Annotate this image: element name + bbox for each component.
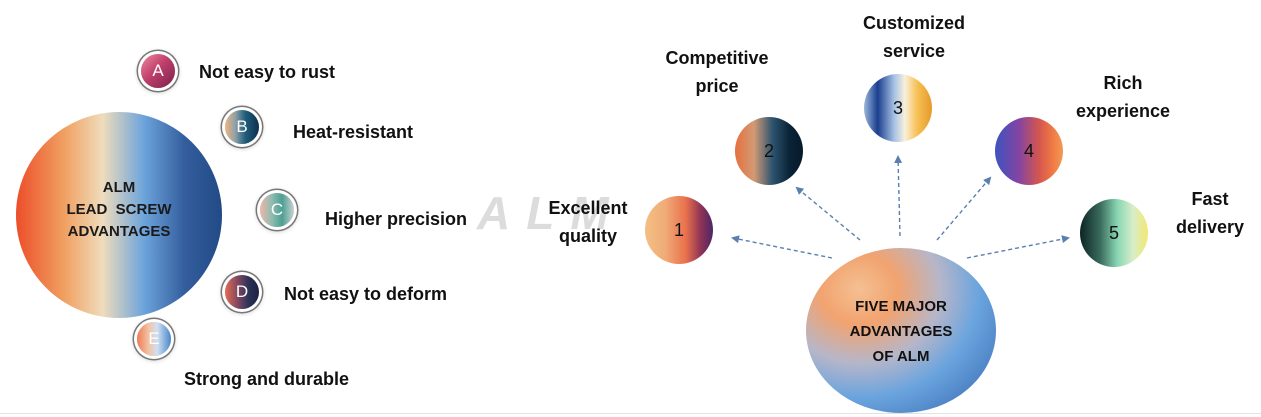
label-line: quality (558, 225, 617, 246)
label-line: delivery (1175, 216, 1245, 237)
label-fast-delivery: Fast delivery (1165, 189, 1255, 238)
number-4-circle: 4 (995, 117, 1063, 185)
label-competitive-price: Competitive price (647, 48, 787, 97)
label-line: Rich (1103, 73, 1143, 93)
arrow-to-delivery (966, 235, 1070, 259)
title-line-3: OF ALM (872, 347, 930, 365)
advantage-higher-precision: Higher precision (325, 209, 468, 229)
letter-e-badge: E (137, 322, 171, 356)
five-major-advantages-circle: FIVE MAJOR ADVANTAGES OF ALM (806, 248, 996, 413)
arrow-to-service (894, 155, 903, 237)
alm-watermark: ALM (477, 187, 625, 239)
number-2-circle: 2 (735, 117, 803, 185)
lead-screw-advantages-circle: ALM LEAD SCREW ADVANTAGES (16, 112, 222, 318)
label-excellent-quality: Excellent quality (538, 198, 638, 247)
arrow-to-experience (936, 176, 992, 241)
label-line: Competitive (665, 48, 769, 68)
number-1-circle: 1 (645, 196, 713, 264)
title-line-1: ALM (102, 179, 136, 197)
bottom-divider (0, 413, 1261, 414)
label-line: price (695, 75, 739, 96)
number-3-circle: 3 (864, 74, 932, 142)
five-major-advantages-title: FIVE MAJOR ADVANTAGES OF ALM (850, 295, 953, 369)
title-line-2: ADVANTAGES (849, 323, 953, 341)
advantage-strong-and-durable: Strong and durable (184, 369, 350, 389)
label-line: service (882, 40, 946, 61)
advantage-heat-resistant: Heat-resistant (293, 122, 414, 142)
label-customized-service: Customized service (844, 13, 984, 62)
label-line: Customized (862, 13, 965, 33)
letter-b-badge: B (225, 110, 259, 144)
title-line-2: LEAD SCREW (66, 201, 172, 219)
letter-d-badge: D (225, 275, 259, 309)
label-line: Excellent (548, 198, 628, 218)
advantage-not-easy-to-deform: Not easy to deform (284, 284, 448, 304)
arrow-to-price (795, 186, 861, 241)
letter-a-badge: A (141, 54, 175, 88)
arrow-to-quality (731, 235, 833, 259)
label-line: Fast (1191, 189, 1229, 209)
title-line-3: ADVANTAGES (67, 222, 171, 240)
label-rich-experience: Rich experience (1058, 73, 1188, 122)
number-5-circle: 5 (1080, 199, 1148, 267)
advantage-not-easy-to-rust: Not easy to rust (199, 62, 336, 82)
title-line-1: FIVE MAJOR (855, 298, 947, 316)
label-line: experience (1075, 100, 1171, 121)
lead-screw-advantages-title: ALM LEAD SCREW ADVANTAGES (67, 177, 172, 242)
letter-c-badge: C (260, 193, 294, 227)
